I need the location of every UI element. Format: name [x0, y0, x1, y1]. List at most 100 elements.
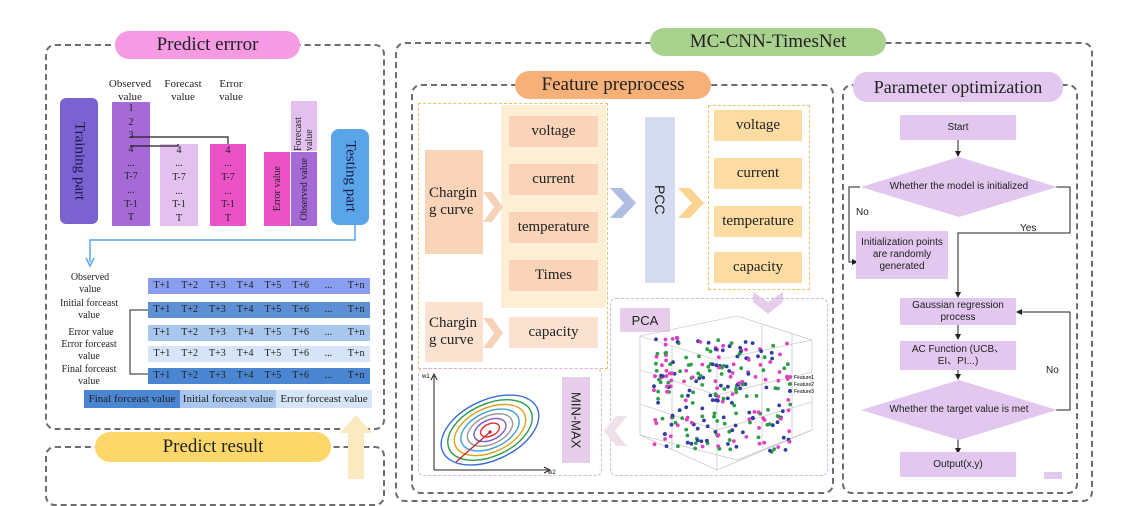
chevron-to-pcc: [610, 188, 636, 218]
pca-point: [685, 415, 690, 420]
feature-temperature: temperature: [509, 212, 598, 243]
t-cell: ...: [324, 327, 333, 338]
pca-point: [781, 435, 786, 440]
t-cell: T+6: [292, 304, 309, 315]
pca-point: [669, 378, 674, 383]
pca-point: [726, 442, 730, 446]
feature-right-voltage: voltage: [714, 110, 802, 141]
pca-point: [759, 349, 764, 354]
t-cell: T+n: [347, 327, 365, 338]
pca-point: [786, 398, 791, 402]
pca-point: [721, 396, 726, 401]
po-no-2: No: [1046, 365, 1059, 376]
t-cell: T+6: [292, 327, 309, 338]
pca-point: [750, 415, 755, 420]
pca-point: [686, 393, 690, 398]
pca-point: [680, 416, 685, 420]
training-part-label: Training part: [71, 121, 88, 201]
pca-point: [700, 444, 705, 449]
pca-point: [663, 351, 668, 355]
pca-point: [684, 368, 689, 373]
forecast-cell: ...: [175, 158, 183, 170]
col-header-forecast: Forecast value: [164, 78, 202, 103]
pca-point: [787, 429, 792, 434]
error-cell: T: [224, 212, 232, 224]
pca-point: [754, 394, 759, 398]
pca-point: [717, 446, 722, 451]
pca-legend-1: Feature1: [794, 375, 814, 381]
pca-point: [747, 417, 752, 422]
pca-point: [722, 387, 727, 391]
pca-point: [785, 362, 790, 366]
pca-point: [776, 445, 781, 449]
t-cell: T+3: [209, 280, 226, 291]
pca-point: [673, 420, 678, 425]
training-part-bar: Training part: [60, 98, 98, 224]
pca-point: [675, 336, 680, 340]
chevron-from-pcc: [678, 188, 704, 218]
pca-point: [657, 377, 661, 382]
observed-cell: T: [127, 212, 135, 224]
feature-current: current: [509, 164, 598, 195]
pca-point: [654, 421, 659, 426]
observed-column: 1 2 3 4 ... T-7 ... T-1 T: [112, 102, 150, 226]
pca-point: [660, 363, 664, 368]
forecast-cell: T: [175, 212, 183, 224]
observed-cell: ...: [127, 157, 135, 169]
pca-point: [652, 388, 656, 393]
pca-point: [730, 428, 735, 433]
pca-label-box: PCA: [620, 308, 670, 332]
pca-point: [740, 382, 745, 387]
predict-error-title: Predict errror: [115, 31, 300, 59]
pca-point: [670, 371, 675, 376]
pca-point: [756, 410, 761, 415]
right-features-frame: [708, 105, 810, 290]
row-label-final: Final forceast value: [61, 364, 117, 387]
feature-times: Times: [509, 260, 598, 291]
po-start: Start: [900, 115, 1016, 140]
pca-point: [670, 337, 675, 341]
t-cell: T+5: [264, 327, 282, 338]
po-yes: Yes: [1020, 223, 1037, 234]
pca-point: [720, 399, 725, 404]
t-cell: ...: [324, 370, 333, 381]
pca-point: [684, 427, 689, 432]
pca-point: [664, 368, 669, 373]
pca-point: [728, 447, 733, 452]
t-cell: T+2: [181, 304, 198, 315]
pca-point: [763, 377, 768, 382]
pca-point: [708, 349, 713, 354]
testing-forecast-label: Forecast value: [293, 117, 315, 151]
t-cell: T+n: [347, 370, 365, 381]
pca-point: [710, 362, 715, 367]
pca-point: [713, 347, 718, 352]
pca-point: [780, 409, 785, 414]
pca-point: [714, 363, 719, 368]
pca-point: [689, 420, 694, 425]
pca-point: [725, 396, 730, 401]
testing-error-label: Error value: [271, 166, 283, 212]
pca-point: [728, 374, 733, 379]
axis-w1: w1: [421, 374, 430, 380]
pca-point: [758, 363, 763, 367]
pca-point: [727, 344, 732, 349]
t-cell: T+4: [236, 304, 254, 315]
pca-point: [694, 379, 699, 384]
observed-cell: ...: [127, 184, 135, 196]
t-cell: T+n: [347, 304, 365, 315]
pca-legend-2: Feature2: [794, 382, 814, 388]
po-diamond-2: [861, 380, 1057, 440]
pca-point: [658, 380, 663, 385]
pca-point: [678, 369, 682, 374]
pca-point: [662, 432, 667, 436]
pca-point: [668, 434, 673, 439]
pca-point: [663, 437, 667, 441]
pca-point: [761, 416, 766, 421]
col-header-observed: Observed value: [108, 78, 152, 103]
pca-point: [777, 370, 782, 374]
t-cell: T+4: [236, 327, 254, 338]
connector-lines: [85, 136, 356, 268]
t-cell: T+2: [181, 370, 198, 381]
